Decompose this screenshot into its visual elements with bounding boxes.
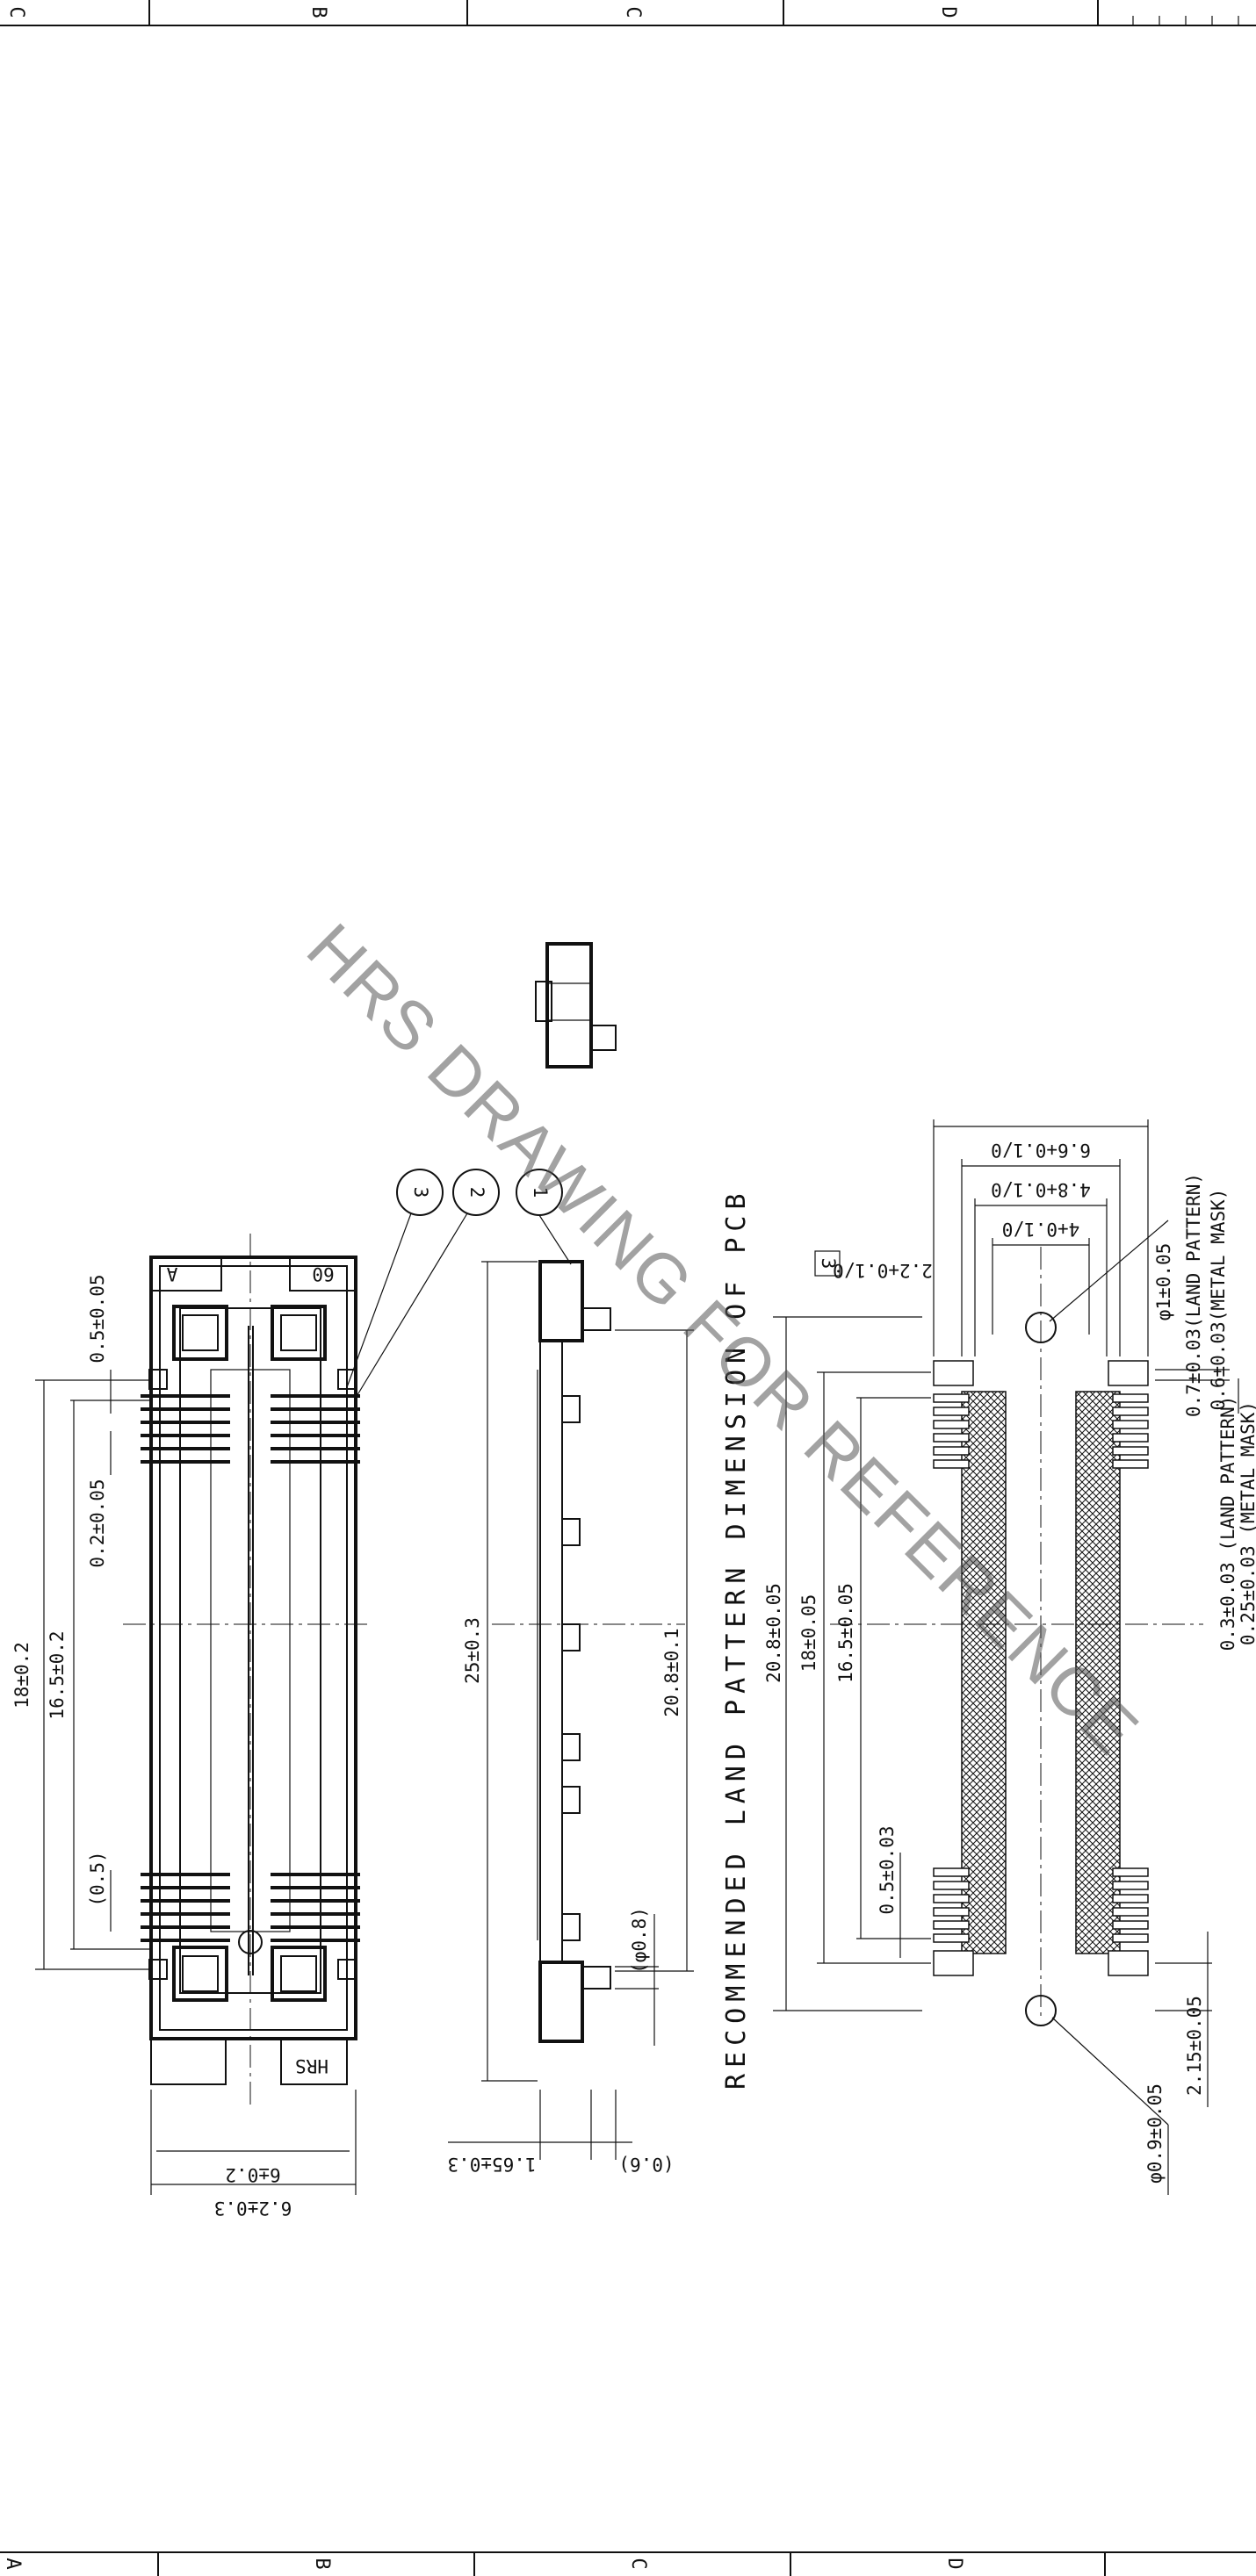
land-pads-upper	[933, 1393, 1149, 1469]
dim-side-20-8: 20.8±0.1	[661, 1628, 682, 1716]
dim-side-1-65: 1.65±0.3	[447, 2154, 536, 2175]
pcb-land-pattern: 6.6+0.1/0 4.8+0.1/0 4+0.1/0 3 2.2+0.1/0 …	[763, 1119, 1256, 2195]
note-marker-3: 3	[818, 1258, 839, 1270]
hatch-area-right	[1075, 1391, 1121, 1954]
dim-pcb-4: 4+0.1/0	[1002, 1219, 1080, 1240]
dim-pcb-0-25: 0.25±0.03 (METAL MASK)	[1238, 1401, 1256, 1645]
part-callouts: 3 2 1	[346, 1169, 572, 1399]
zone-bottom-b: B	[311, 2558, 333, 2569]
note-marker-box	[814, 1250, 841, 1277]
dim-pcb-phi1: φ1±0.05	[1153, 1243, 1174, 1321]
dim-pcb-18: 18±0.05	[798, 1594, 819, 1673]
dim-top-0-5-ref: (0.5)	[87, 1851, 108, 1906]
dim-side-0-6: (0.6)	[618, 2154, 674, 2175]
dim-top-0-5: 0.5±0.05	[87, 1274, 108, 1363]
hrs-logo: HRS	[295, 2055, 328, 2076]
pcb-section-title: RECOMMENDED LAND PATTERN DIMENSION OF PC…	[721, 1187, 752, 2090]
dim-pcb-6-6: 6.6+0.1/0	[991, 1140, 1091, 1161]
callout-1: 1	[530, 1187, 551, 1198]
dim-side-phi-0-8: (φ0.8)	[629, 1907, 650, 1974]
pin-a-marker: A	[166, 1263, 177, 1284]
zone-top-c2: C	[622, 6, 644, 18]
top-view-terminals-lower	[141, 1873, 360, 1942]
zone-top-c: C	[5, 6, 27, 18]
dim-top-6-2: 6.2±0.3	[214, 2198, 292, 2219]
dim-pcb-0-5: 0.5±0.03	[877, 1825, 898, 1914]
dim-side-25: 25±0.3	[462, 1617, 483, 1684]
top-view-terminals-upper	[141, 1394, 360, 1464]
dim-pcb-0-3: 0.3±0.03 (LAND PATTERN)	[1217, 1396, 1238, 1651]
zone-bottom-a: A	[2, 2558, 24, 2569]
hole-phi1	[1025, 1312, 1057, 1343]
pin1-marker	[238, 1930, 263, 1954]
dim-top-18: 18±0.2	[11, 1642, 32, 1709]
zone-bottom-c: C	[627, 2558, 649, 2569]
dim-pcb-0-6: 0.6±0.03(METAL MASK)	[1208, 1189, 1229, 1411]
top-view: A 60	[11, 1234, 369, 2219]
dim-pcb-0-7: 0.7±0.03(LAND PATTERN)	[1183, 1173, 1204, 1417]
land-pads-lower	[933, 1867, 1149, 1943]
dim-top-0-2: 0.2±0.05	[87, 1479, 108, 1567]
dim-top-16-5: 16.5±0.2	[47, 1630, 68, 1719]
dim-pcb-16-5: 16.5±0.05	[835, 1583, 856, 1683]
zone-top-d: D	[937, 6, 959, 18]
side-view: 25±0.3 20.8±0.1 (φ0.8) 1.65±0.3 (0.6)	[447, 942, 694, 2175]
hatch-area-left	[961, 1391, 1007, 1954]
zone-labels-bottom: A B C D	[2, 2558, 965, 2569]
dim-pcb-phi0-9: φ0.9±0.05	[1144, 2083, 1166, 2184]
dim-pcb-2-15: 2.15±0.05	[1184, 1996, 1205, 2096]
dim-pcb-2-2: 2.2+0.1/0	[833, 1260, 933, 1281]
dim-top-6: 6±0.2	[225, 2164, 280, 2185]
zone-top-b: B	[307, 6, 329, 18]
pin-60-marker: 60	[312, 1263, 334, 1284]
callout-3: 3	[410, 1187, 431, 1198]
dim-pcb-4-8: 4.8+0.1/0	[991, 1179, 1091, 1200]
dim-pcb-20-8: 20.8±0.05	[763, 1583, 784, 1683]
hole-phi0-9	[1025, 1995, 1057, 2026]
callout-2: 2	[466, 1187, 487, 1198]
zone-labels-top: C B C D	[5, 6, 959, 18]
zone-bottom-d: D	[943, 2558, 965, 2569]
